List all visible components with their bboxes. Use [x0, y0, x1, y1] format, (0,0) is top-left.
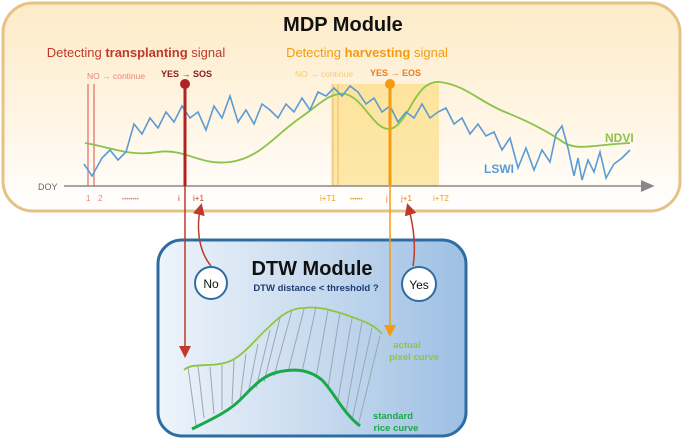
no-decision-circle — [194, 266, 228, 300]
lswi-curve — [83, 84, 631, 181]
harvesting-signal-heading: Detecting harvesting signal — [286, 45, 448, 60]
tick-dots-1: •••••••• — [122, 197, 139, 203]
dtw-module-title: DTW Module — [251, 258, 372, 280]
ndvi-curve — [84, 81, 631, 164]
no-continue-label-2: NO → continue — [295, 69, 353, 79]
no-feedback-arrow — [192, 203, 212, 267]
yes-decision-circle — [401, 266, 437, 302]
yes-feedback-arrow — [404, 203, 417, 267]
dtw-threshold-question: DTW distance < threshold ? — [253, 283, 379, 294]
transplanting-signal-heading: Detecting transplanting signal — [47, 45, 226, 60]
lswi-series-label: LSWI — [484, 162, 514, 176]
tick-j: j — [385, 194, 388, 203]
yes-sos-label: YES → SOS — [161, 69, 212, 79]
dtw-module-box — [156, 238, 468, 438]
tick-2: 2 — [98, 194, 103, 203]
tick-1: 1 — [86, 194, 91, 203]
yes-decision-label: Yes — [409, 278, 429, 292]
eos-marker — [385, 79, 395, 89]
actual-curve-label-2: pixel curve — [389, 352, 439, 363]
standard-rice-curve — [191, 368, 361, 431]
standard-curve-label-1: standard — [373, 411, 413, 422]
tick-j-plus-1: j+1 — [400, 194, 412, 203]
tick-i-plus-t1: i+T1 — [320, 194, 336, 203]
mdp-module-title: MDP Module — [283, 14, 403, 36]
actual-curve-label-1: actual — [393, 340, 420, 351]
no-decision-label: No — [203, 277, 219, 291]
no-continue-label-1: NO → continue — [87, 71, 145, 81]
actual-pixel-curve — [183, 306, 383, 371]
tick-i-plus-1: i+1 — [193, 194, 204, 203]
harvest-window — [331, 84, 439, 186]
dtw-warping-lines — [187, 306, 381, 427]
yes-eos-label: YES → EOS — [370, 68, 421, 78]
sos-marker — [180, 79, 190, 89]
ndvi-series-label: NDVI — [605, 131, 634, 145]
tick-dots-2: •••••• — [350, 197, 363, 203]
tick-i-plus-t2: i+T2 — [433, 194, 449, 203]
standard-curve-label-2: rice curve — [374, 423, 419, 434]
tick-i: i — [178, 194, 180, 203]
doy-axis-label: DOY — [38, 182, 58, 192]
